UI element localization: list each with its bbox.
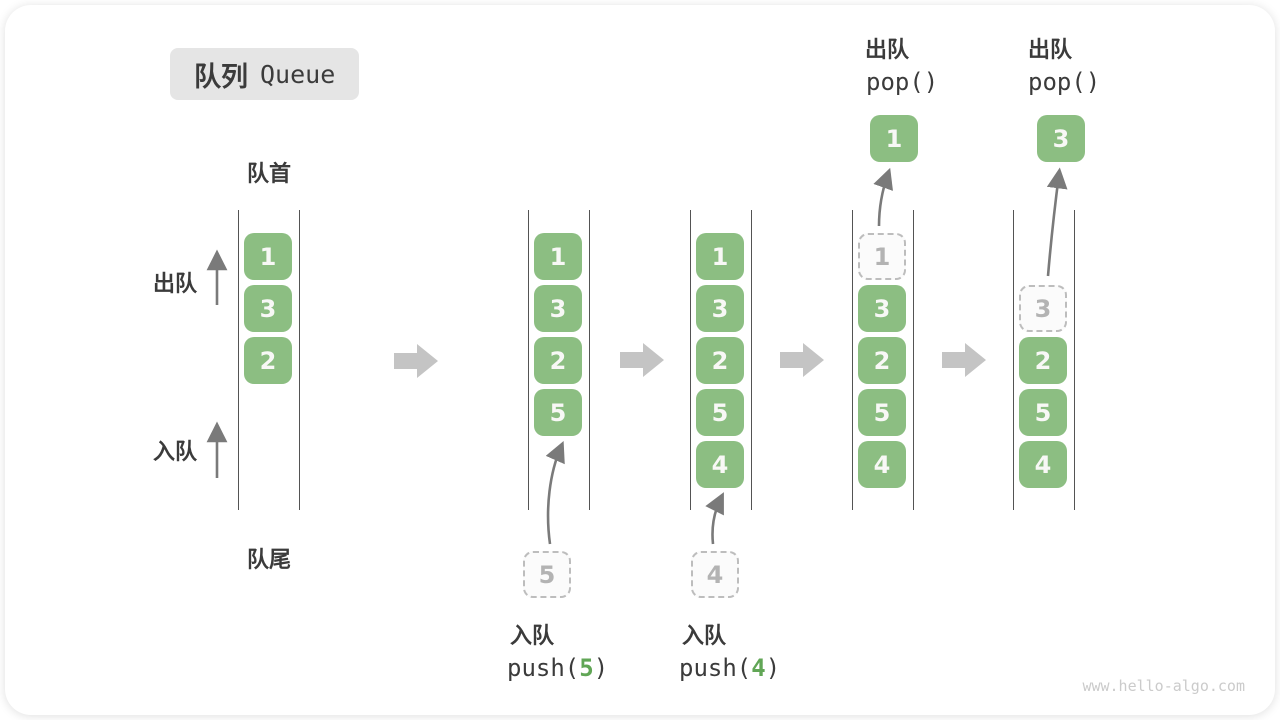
watermark: www.hello-algo.com (1082, 677, 1245, 695)
diagram-card (5, 5, 1275, 715)
code-close: ) (593, 654, 609, 682)
title-en: Queue (260, 59, 336, 89)
queue-cell: 5 (858, 389, 906, 436)
op-label-dequeue-1: 出队 (865, 37, 910, 62)
popped-cell: 1 (870, 115, 918, 162)
popped-cell: 3 (1037, 115, 1085, 162)
queue-rail-5 (1013, 210, 1075, 510)
queue-cell: 1 (696, 233, 744, 280)
queue-cell: 4 (696, 441, 744, 488)
title-zh: 队列 (194, 61, 248, 92)
queue-cell: 5 (534, 389, 582, 436)
op-label-enqueue-1: 入队 (510, 623, 555, 648)
queue-cell: 5 (696, 389, 744, 436)
queue-cell: 3 (858, 285, 906, 332)
queue-cell: 2 (1019, 337, 1067, 384)
incoming-ghost-cell: 5 (523, 551, 571, 598)
queue-cell: 2 (858, 337, 906, 384)
queue-cell: 4 (1019, 441, 1067, 488)
queue-cell: 2 (534, 337, 582, 384)
queue-cell: 3 (534, 285, 582, 332)
code-close: ) (765, 654, 781, 682)
queue-rail-2 (528, 210, 590, 510)
queue-cell: 3 (696, 285, 744, 332)
code-arg: 5 (579, 654, 594, 682)
queue-cell: 2 (696, 337, 744, 384)
op-label-enqueue-2: 入队 (682, 623, 727, 648)
label-dequeue: 出队 (153, 271, 198, 296)
op-code-push5: push(5) (507, 654, 608, 682)
op-code-pop2: pop() (1028, 68, 1101, 96)
dequeued-ghost-cell: 3 (1019, 285, 1067, 332)
label-enqueue: 入队 (153, 439, 198, 464)
incoming-ghost-cell: 4 (691, 551, 739, 598)
queue-cell: 4 (858, 441, 906, 488)
label-queue-front: 队首 (246, 161, 291, 186)
label-queue-rear: 队尾 (246, 547, 291, 572)
queue-rail-4 (852, 210, 914, 510)
code-fn: push( (679, 654, 752, 682)
queue-rail-3 (690, 210, 752, 510)
queue-cell: 1 (534, 233, 582, 280)
queue-cell: 5 (1019, 389, 1067, 436)
code-fn: push( (507, 654, 580, 682)
dequeued-ghost-cell: 1 (858, 233, 906, 280)
op-code-push4: push(4) (679, 654, 780, 682)
title-box: 队列 Queue (170, 48, 360, 100)
code-arg: 4 (751, 654, 766, 682)
queue-cell: 2 (244, 337, 292, 384)
op-label-dequeue-2: 出队 (1028, 37, 1073, 62)
queue-cell: 3 (244, 285, 292, 332)
queue-cell: 1 (244, 233, 292, 280)
queue-rail-1 (238, 210, 300, 510)
op-code-pop1: pop() (866, 68, 939, 96)
